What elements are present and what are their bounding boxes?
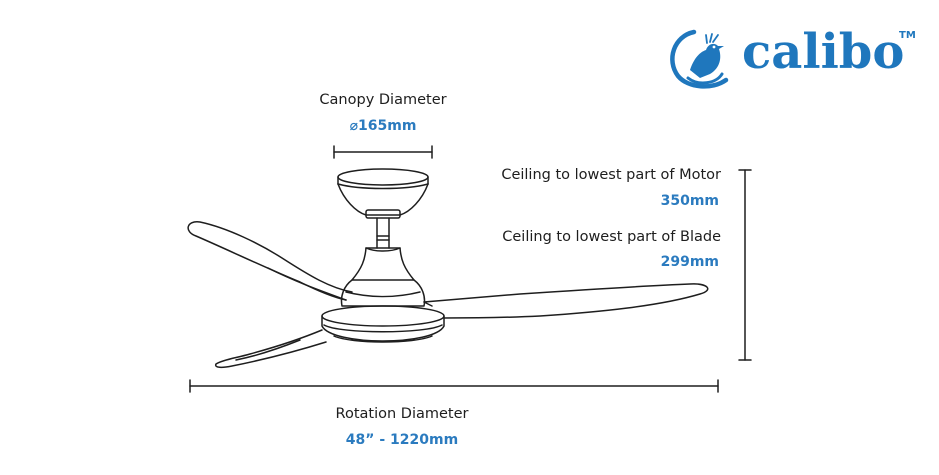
ceiling-motor-value: 350mm — [660, 193, 719, 209]
canopy-diameter-value: ⌀165mm — [349, 118, 417, 134]
fan-blade-bottom — [214, 329, 327, 369]
bird-logo-icon — [670, 29, 729, 89]
fan-downrod — [376, 217, 390, 249]
rotation-dimension-line — [189, 379, 719, 393]
fan-blade-left-edge — [267, 267, 347, 301]
height-dimension-line — [738, 169, 752, 361]
fan-light-kit — [321, 305, 445, 343]
fan-blade-left — [187, 221, 353, 301]
ceiling-blade-value: 299mm — [660, 254, 719, 270]
canopy-dimension-line — [333, 145, 433, 159]
fan-motor-housing — [340, 247, 426, 307]
brand-logo — [664, 20, 919, 94]
canopy-diameter-label: Canopy Diameter — [319, 92, 447, 108]
fan-canopy — [337, 168, 429, 219]
fan-blade-right — [423, 283, 709, 319]
fan-blade-bottom-edge — [235, 339, 301, 361]
brand-name: calibo — [742, 24, 905, 80]
ceiling-motor-label: Ceiling to lowest part of Motor — [501, 167, 721, 183]
rotation-diameter-label: Rotation Diameter — [335, 406, 469, 422]
ceiling-blade-label: Ceiling to lowest part of Blade — [502, 229, 721, 245]
trademark-mark: TM — [899, 30, 916, 41]
fan-blade-right-root — [423, 301, 433, 307]
rotation-diameter-value: 48” - 1220mm — [345, 432, 459, 448]
